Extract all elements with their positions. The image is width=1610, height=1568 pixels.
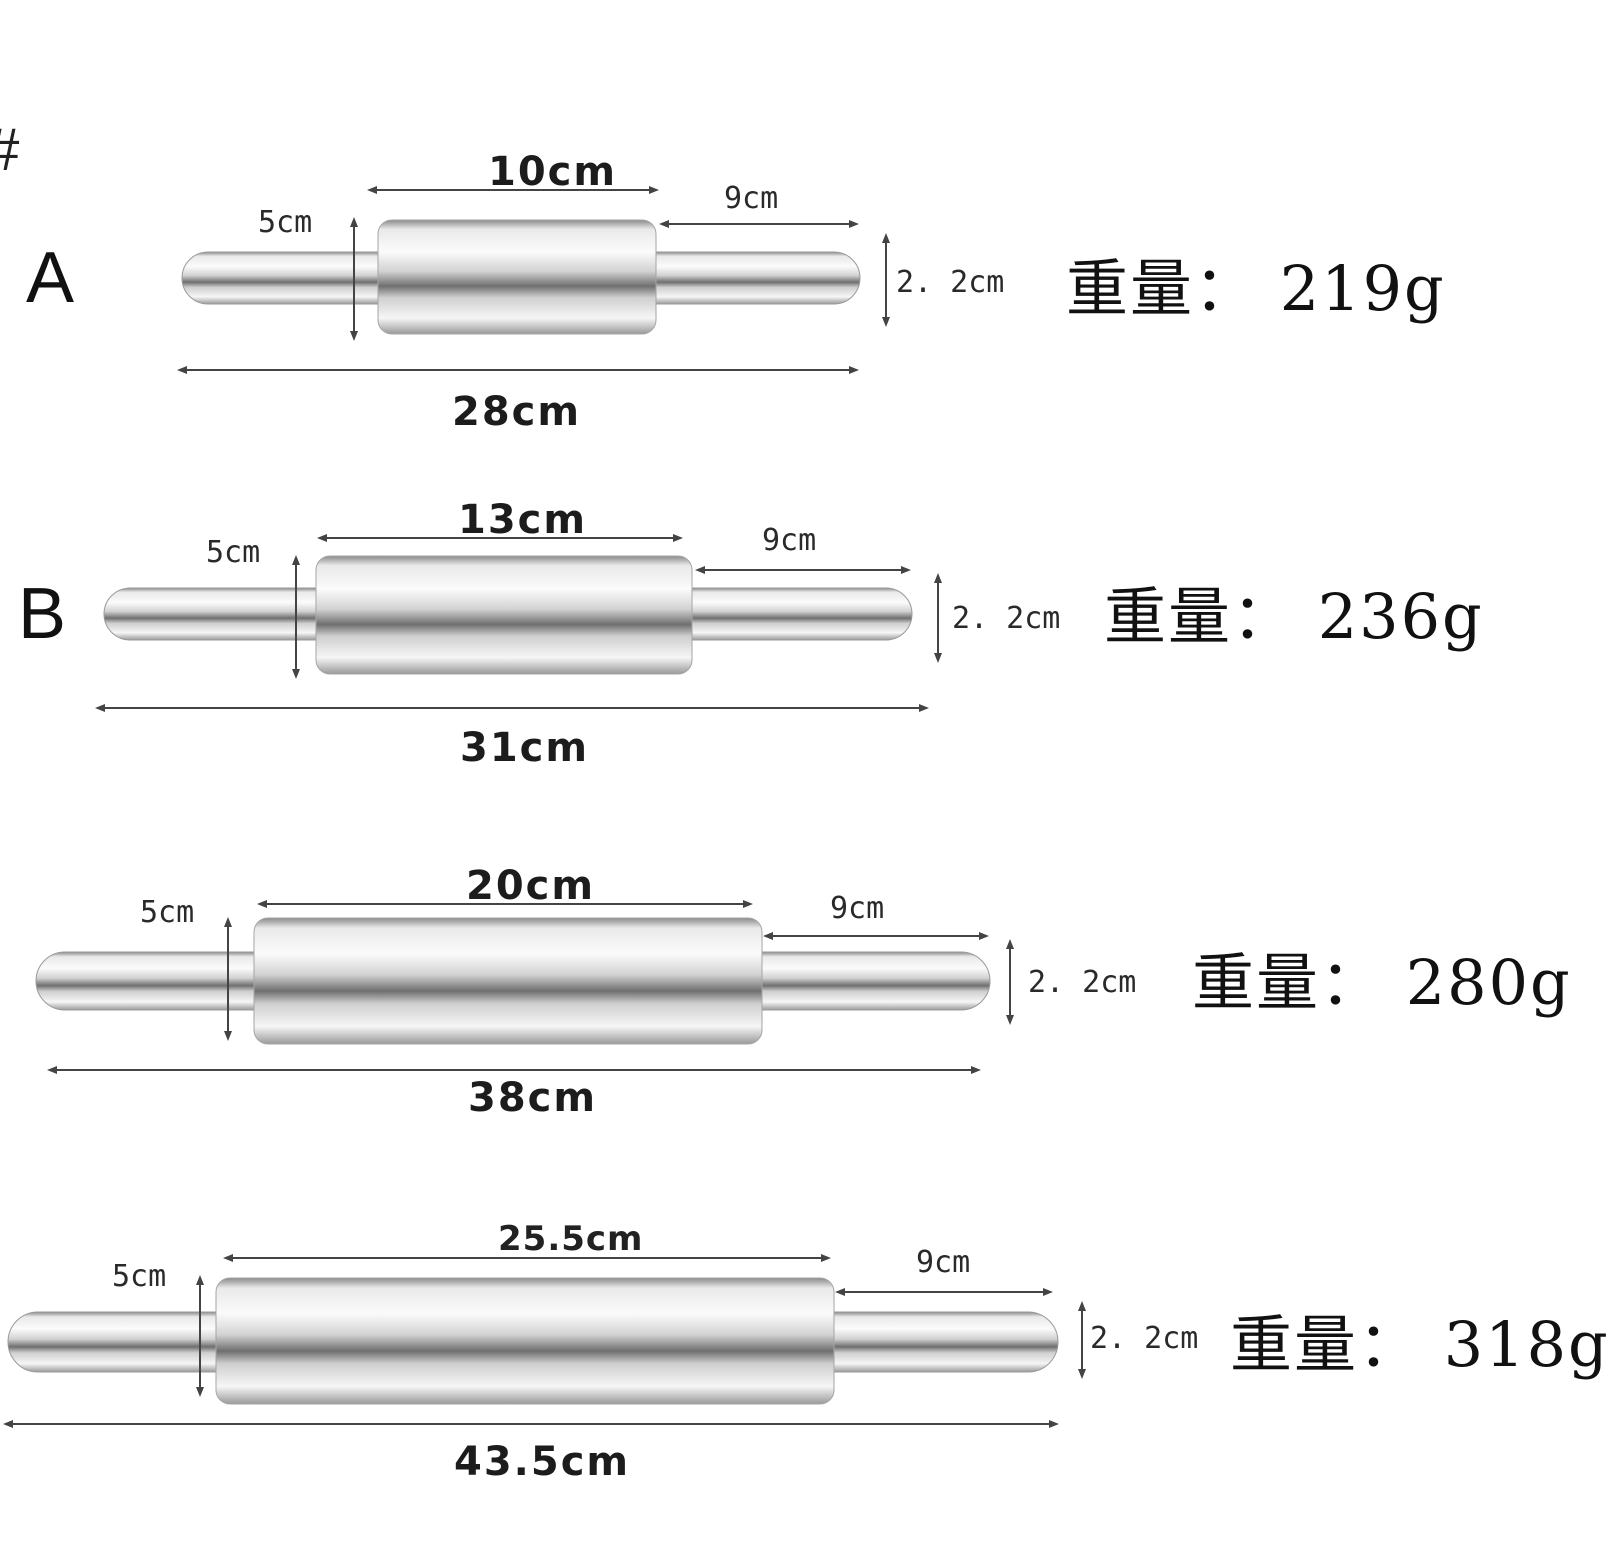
diameter-label-b: 2. 2cm	[952, 601, 1061, 636]
rolling-pin-d	[7, 1277, 1059, 1405]
edge-fragment-top: #	[0, 120, 19, 180]
rolling-pins-drawing	[3, 186, 1086, 1428]
left-handle-label-a: 5cm	[258, 205, 313, 240]
barrel-length-label-d: 25.5cm	[498, 1219, 644, 1259]
right-handle-label-c: 9cm	[830, 891, 885, 926]
diameter-label-d: 2. 2cm	[1090, 1321, 1199, 1356]
dimension-lines-b	[95, 534, 942, 712]
product-dimension-sheet: # ( A 10cm 5cm 9cm 2. 2cm 28cm 重量： 219g …	[0, 120, 1608, 1485]
barrel-a	[377, 219, 657, 335]
barrel-d	[215, 1277, 835, 1405]
right-handle-label-a: 9cm	[724, 181, 779, 216]
total-length-label-a: 28cm	[452, 389, 582, 435]
barrel-length-label-a: 10cm	[488, 149, 618, 195]
weight-label-b: 重量： 236g	[1104, 580, 1484, 653]
right-handle-label-b: 9cm	[762, 523, 817, 558]
total-length-label-c: 38cm	[468, 1075, 598, 1121]
diameter-label-a: 2. 2cm	[896, 265, 1005, 300]
variant-label-b: B	[18, 574, 67, 654]
rolling-pin-b	[103, 555, 913, 675]
dimension-lines-d	[3, 1254, 1086, 1428]
variant-label-a: A	[26, 238, 75, 318]
total-length-label-b: 31cm	[460, 725, 590, 771]
barrel-length-label-c: 20cm	[466, 863, 596, 909]
barrel-b	[315, 555, 693, 675]
left-handle-label-d: 5cm	[112, 1259, 167, 1294]
right-handle-label-d: 9cm	[916, 1245, 971, 1280]
weight-label-a: 重量： 219g	[1066, 252, 1446, 325]
left-handle-label-b: 5cm	[206, 535, 261, 570]
weight-label-c: 重量： 280g	[1192, 946, 1572, 1019]
left-handle-label-c: 5cm	[140, 895, 195, 930]
diameter-label-c: 2. 2cm	[1028, 965, 1137, 1000]
weight-label-d: 重量： 318g	[1230, 1308, 1610, 1381]
dimension-lines-a	[177, 186, 890, 374]
dimension-lines-c	[47, 900, 1014, 1074]
rolling-pin-c	[35, 917, 991, 1045]
barrel-length-label-b: 13cm	[458, 497, 588, 543]
total-length-label-d: 43.5cm	[454, 1439, 631, 1485]
barrel-c	[253, 917, 763, 1045]
